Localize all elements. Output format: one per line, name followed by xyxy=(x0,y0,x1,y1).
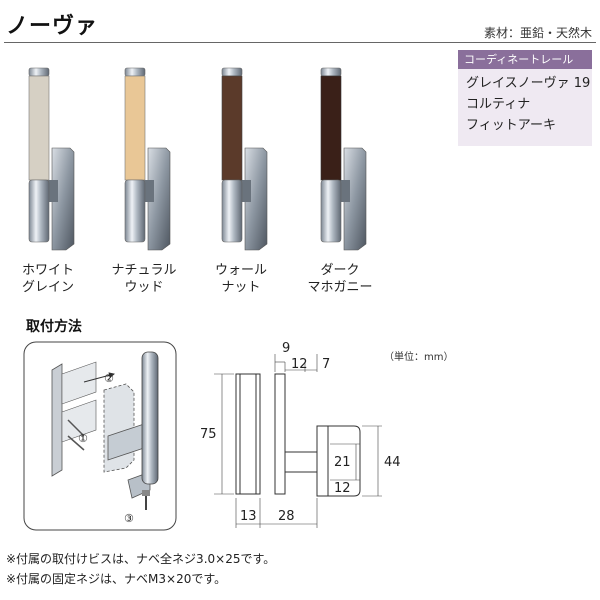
variant-image-dark-mahogany xyxy=(320,67,367,251)
variant-image-walnut xyxy=(221,67,268,251)
installation-illustration: ② ① ③ xyxy=(23,341,177,531)
header-divider xyxy=(4,42,596,43)
coordinate-rail-item: フィットアーキ xyxy=(466,118,556,133)
coordinate-rail-item: グレイスノーヴァ 19 xyxy=(466,76,591,91)
coordinate-rail-box: コーディネートレール グレイスノーヴァ 19 コルティナ フィットアーキ xyxy=(458,50,592,146)
dim-inner: 21 xyxy=(334,455,351,470)
step-3-marker: ③ xyxy=(124,512,134,525)
note-screw: ※付属の取付けビスは、ナベ全ネジ3.0×25です。 xyxy=(6,552,276,566)
dim-bottom-b: 28 xyxy=(278,509,295,524)
variant-label-dark-mahogany: ダークマホガニー xyxy=(307,263,373,295)
coordinate-rail-heading: コーディネートレール xyxy=(458,50,592,69)
variant-label-walnut: ウォールナット xyxy=(214,263,267,295)
note-fixing-screw: ※付属の固定ネジは、ナベM3×20です。 xyxy=(6,572,227,586)
dim-lower: 12 xyxy=(334,481,351,496)
dim-bottom-a: 13 xyxy=(240,509,257,524)
technical-drawing: 9 12 7 75 13 28 21 44 12 xyxy=(200,341,401,528)
dim-outer: 44 xyxy=(384,455,401,470)
page-title: ノーヴァ xyxy=(6,14,99,39)
variant-image-white-grain xyxy=(28,67,75,251)
dim-height: 75 xyxy=(200,427,217,442)
material-text: 素材：亜鉛・天然木 xyxy=(483,26,592,40)
step-2-marker: ② xyxy=(104,372,114,385)
variant-label-white-grain: ホワイトグレイン xyxy=(21,263,74,295)
dim-top-c: 7 xyxy=(322,357,330,372)
step-1-marker: ① xyxy=(78,432,88,445)
installation-title: 取付方法 xyxy=(26,319,82,335)
variant-image-natural-wood xyxy=(124,67,171,251)
variant-label-natural-wood: ナチュラルウッド xyxy=(111,263,177,295)
coordinate-rail-item: コルティナ xyxy=(466,97,531,112)
unit-label: （単位：mm） xyxy=(384,352,454,363)
dim-top-b: 12 xyxy=(291,357,308,372)
coordinate-rail-list: グレイスノーヴァ 19 コルティナ フィットアーキ xyxy=(458,73,592,136)
dim-top-a: 9 xyxy=(282,341,290,356)
variant-images xyxy=(28,67,367,251)
